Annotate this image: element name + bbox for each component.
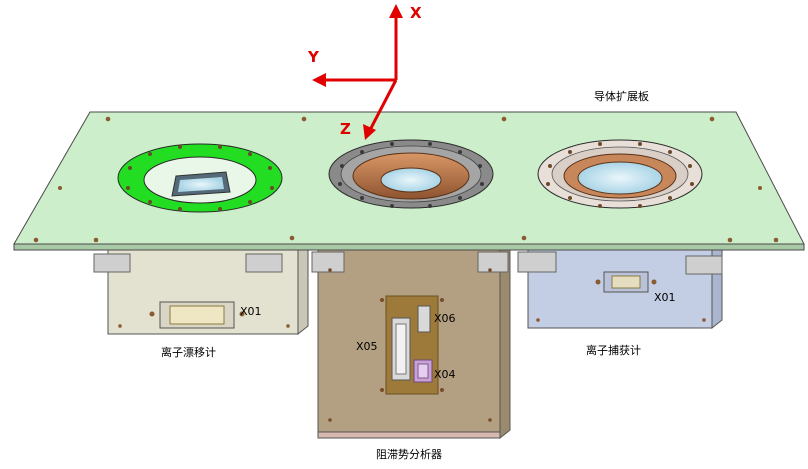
- coordinate-axes: X Y Z: [307, 4, 422, 140]
- capture-meter-connector-label: X01: [654, 291, 676, 304]
- x-axis-label: X: [410, 4, 422, 22]
- z-axis-label: Z: [340, 120, 351, 138]
- drift-meter-connector-label: X01: [240, 305, 262, 318]
- plate-label: 导体扩展板: [594, 89, 649, 103]
- plate-screw-holes: [33, 116, 779, 243]
- ion-drift-meter-box: [93, 243, 309, 336]
- analyzer-connector-x04-label: X04: [434, 368, 456, 381]
- y-axis-label: Y: [307, 48, 320, 66]
- analyzer-aperture-ring: [328, 139, 494, 209]
- z-axis-arrow: [368, 79, 398, 131]
- analyzer-connector-x06-label: X06: [434, 312, 456, 325]
- ion-capture-meter-box: [517, 243, 723, 330]
- analyzer-connector-x05-label: X05: [356, 340, 378, 353]
- analyzer-label: 阻滞势分析器: [376, 447, 442, 461]
- capture-meter-label: 离子捕获计: [586, 343, 641, 357]
- capture-meter-aperture-ring: [537, 139, 703, 209]
- drift-meter-label: 离子漂移计: [161, 345, 216, 359]
- drift-meter-aperture-ring: [117, 143, 283, 213]
- retarding-potential-analyzer-box: [311, 243, 511, 440]
